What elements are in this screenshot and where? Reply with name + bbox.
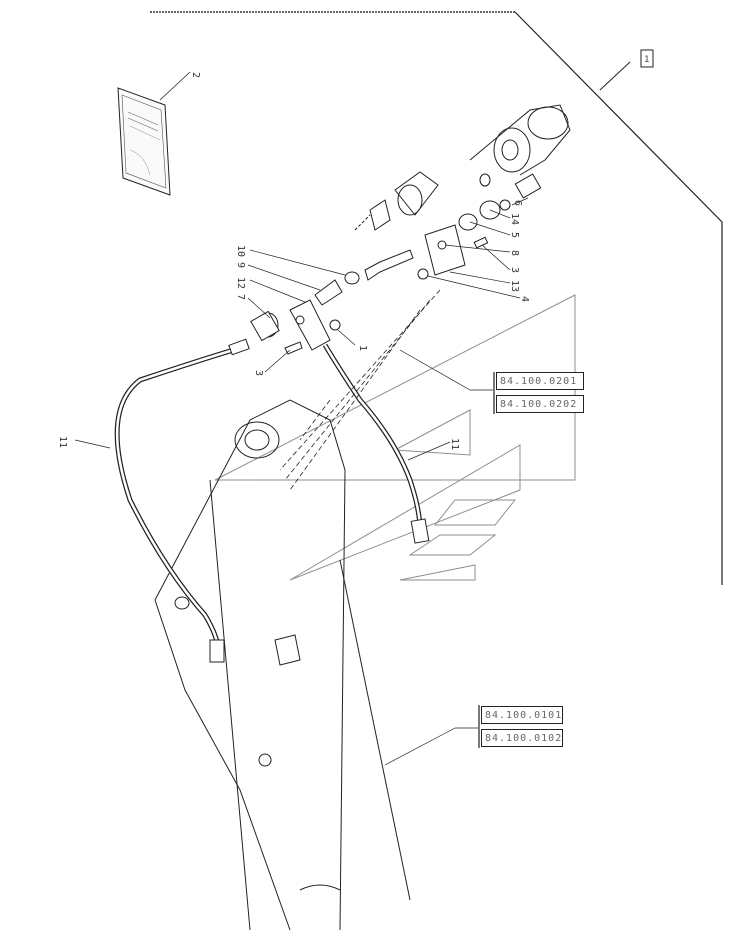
instruction-card: [117, 71, 191, 196]
callout-6: 6: [512, 200, 523, 206]
callout-8: 8: [509, 250, 520, 256]
ref-lower-2[interactable]: 84.100.0102: [481, 729, 563, 747]
callout-4: 4: [519, 296, 530, 302]
ref-upper-1[interactable]: 84.100.0201: [496, 372, 584, 390]
ref-upper-2[interactable]: 84.100.0202: [496, 395, 584, 413]
routing-dashes: [279, 289, 441, 491]
callout-13: 13: [509, 280, 520, 292]
callout-14: 14: [509, 213, 520, 225]
callout-7: 7: [235, 294, 246, 300]
callout-5: 5: [509, 232, 520, 238]
callout-11-left: 11: [57, 436, 68, 448]
callout-1: 1: [357, 345, 368, 351]
fittings: [250, 173, 542, 355]
hose-right: [322, 343, 430, 544]
callout-10: 10: [235, 245, 246, 257]
frame-marker-box: [640, 49, 654, 68]
frame-leader: [599, 61, 631, 91]
attachment-assembly: [354, 104, 571, 231]
callout-3-right: 3: [509, 267, 520, 273]
frame-marker: 1: [644, 55, 649, 65]
leader-lines: [74, 197, 529, 766]
frame-line: [514, 11, 723, 585]
ref-lower-1[interactable]: 84.100.0101: [481, 706, 563, 724]
callout-12: 12: [235, 277, 246, 289]
hose-left: [114, 338, 250, 663]
callout-2: 2: [190, 72, 201, 78]
callout-3-left: 3: [253, 370, 264, 376]
boom-arm: [154, 399, 411, 931]
callout-11-right: 11: [449, 438, 460, 450]
callout-9: 9: [235, 262, 246, 268]
